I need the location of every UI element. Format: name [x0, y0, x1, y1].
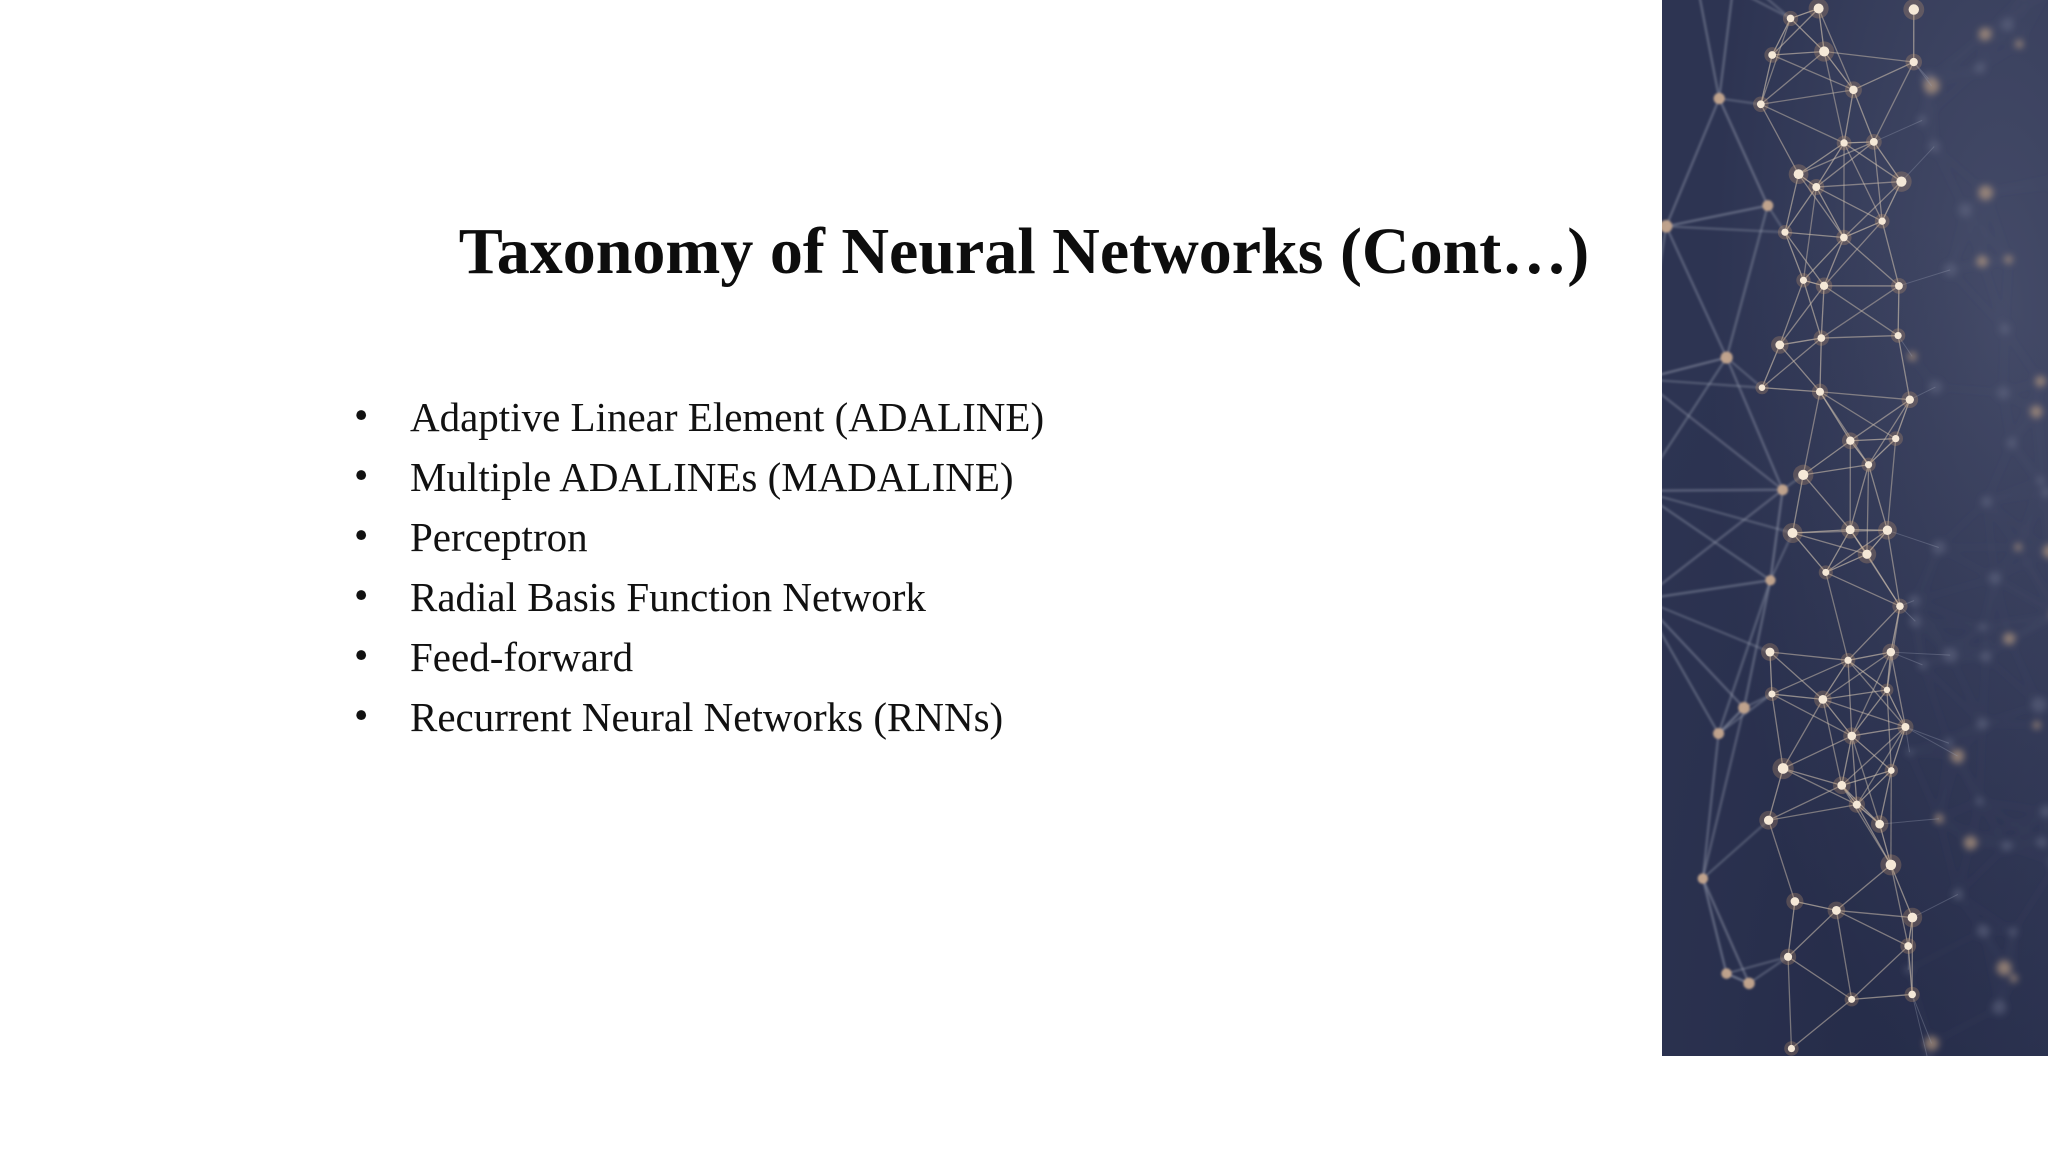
list-item: • Adaptive Linear Element (ADALINE): [352, 387, 1044, 447]
bullet-text: Feed-forward: [410, 634, 634, 680]
list-item: • Recurrent Neural Networks (RNNs): [352, 687, 1044, 747]
bullet-list: • Adaptive Linear Element (ADALINE) • Mu…: [352, 387, 1044, 747]
neural-network-image: [1662, 0, 2048, 1056]
bullet-icon: •: [354, 512, 369, 558]
bullet-text: Perceptron: [410, 514, 588, 560]
bullet-icon: •: [354, 572, 369, 618]
bullet-icon: •: [354, 692, 369, 738]
bullet-icon: •: [354, 392, 369, 438]
bullet-icon: •: [354, 632, 369, 678]
list-item: • Multiple ADALINEs (MADALINE): [352, 447, 1044, 507]
bullet-icon: •: [354, 452, 369, 498]
bullet-text: Multiple ADALINEs (MADALINE): [410, 454, 1014, 500]
list-item: • Feed-forward: [352, 627, 1044, 687]
plexus-graphic: [1662, 0, 2048, 1056]
slide-title: Taxonomy of Neural Networks (Cont…): [458, 215, 1590, 288]
bullet-text: Adaptive Linear Element (ADALINE): [410, 394, 1045, 440]
bullet-text: Recurrent Neural Networks (RNNs): [410, 694, 1004, 740]
list-item: • Radial Basis Function Network: [352, 567, 1044, 627]
list-item: • Perceptron: [352, 507, 1044, 567]
bullet-text: Radial Basis Function Network: [410, 574, 926, 620]
